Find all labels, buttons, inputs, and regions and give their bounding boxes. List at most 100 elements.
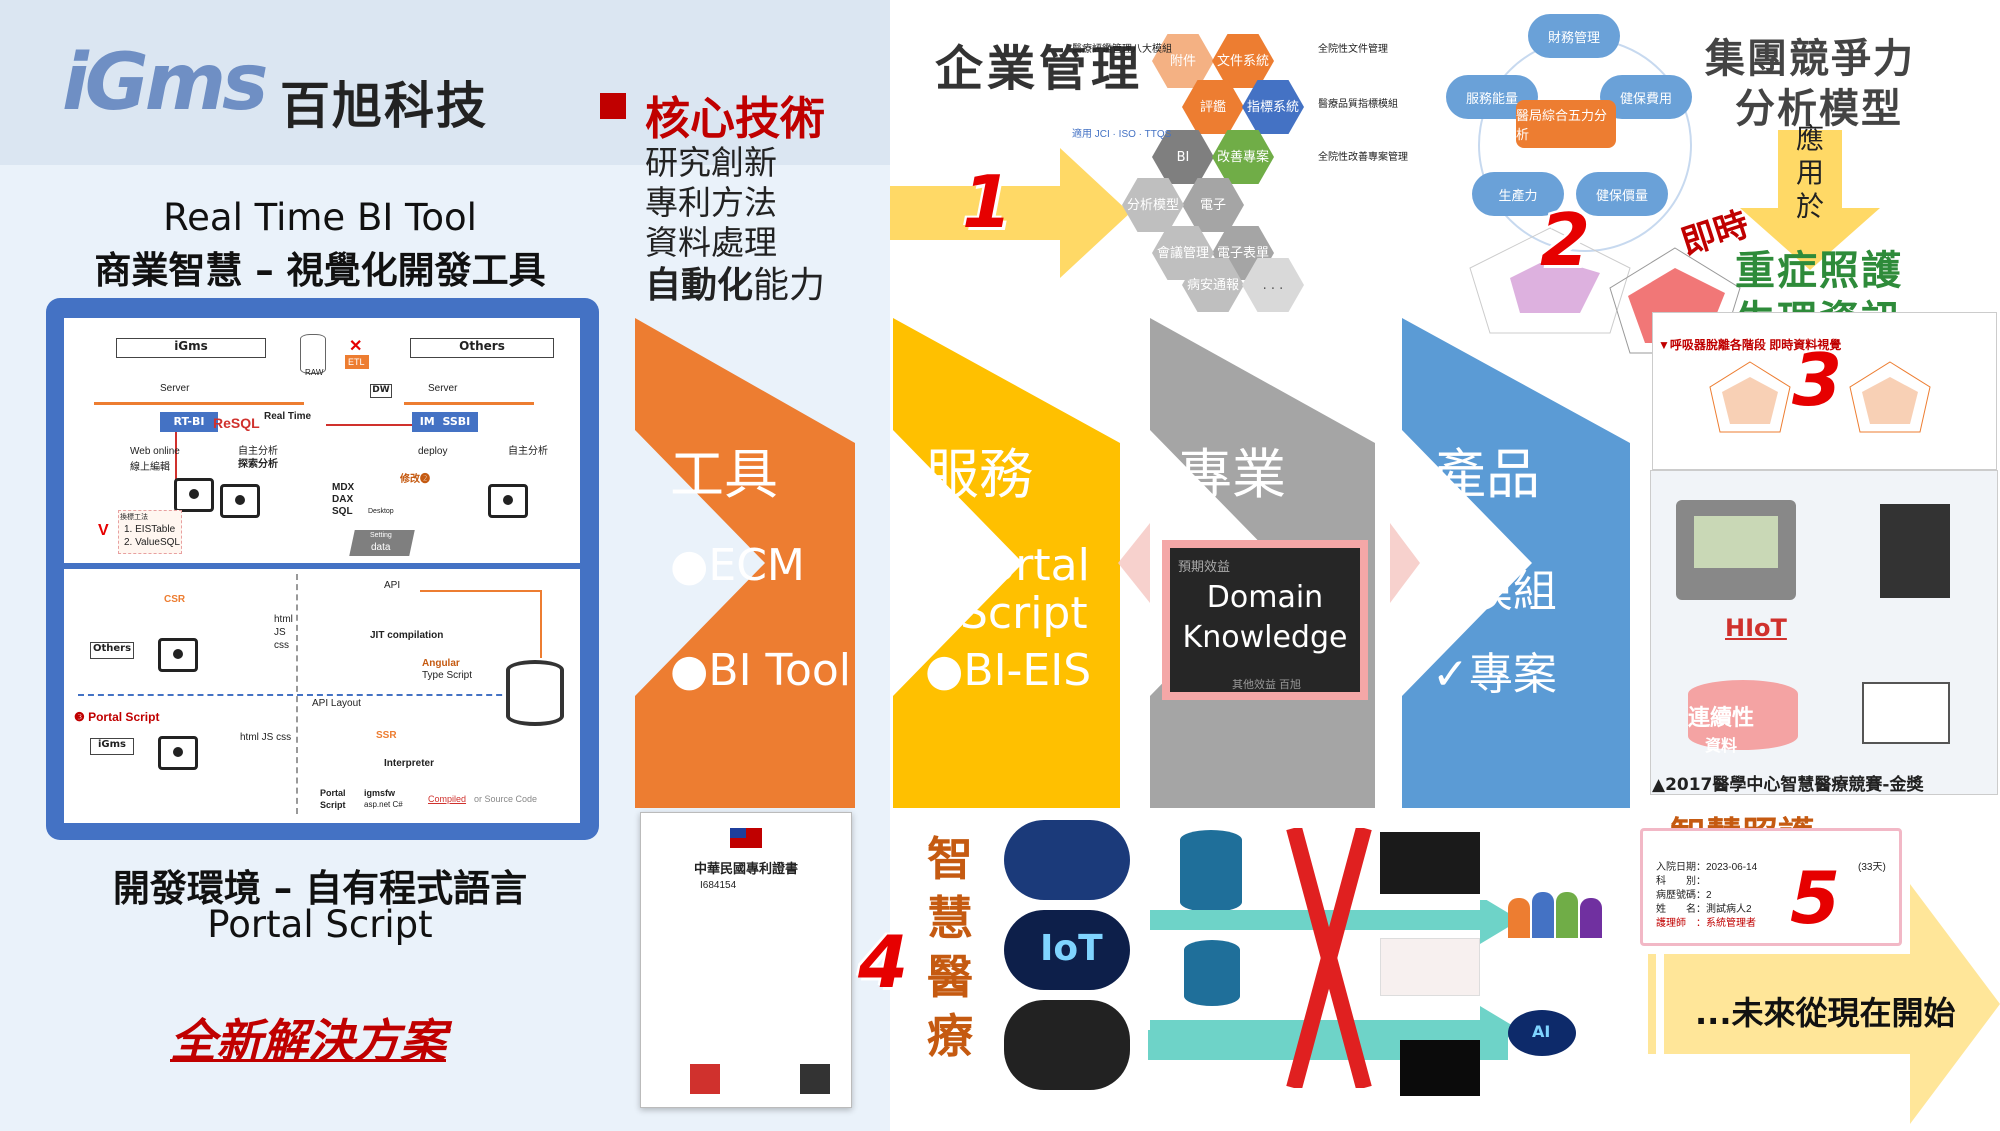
arch-angular: Angular: [422, 658, 460, 669]
hex-attachment: 附件: [1152, 34, 1214, 88]
award-caption: ▲2017醫學中心智慧醫療競賽-金獎: [1652, 775, 1924, 795]
patient-days: (33天): [1858, 862, 1886, 873]
arch-red-link: [326, 424, 412, 426]
portal-script-label: Portal Script: [207, 903, 433, 946]
domain-knowledge-box: [1162, 540, 1368, 700]
company-name: 百旭科技: [280, 77, 488, 135]
ring-node-five-force: 醫局綜合五力分析: [1516, 100, 1616, 148]
patent-certificate: [640, 812, 852, 1108]
arch-html-js-css: html JS css: [240, 732, 292, 743]
chevron-service-item-script: Script: [960, 588, 1088, 639]
arch-dev-monitor-icon: [158, 638, 198, 672]
smart-medical-title: 智慧醫療: [927, 832, 973, 1063]
apply-arrow: [1740, 130, 1880, 270]
ring-node-productivity: 生產力: [1472, 172, 1564, 216]
patent-seal: [690, 1064, 720, 1094]
arch-tools-title: 換標工法: [120, 514, 148, 521]
patient-dept: 科 別：: [1656, 876, 1706, 887]
iot-image: [1004, 910, 1130, 990]
arch-compiled: Compiled: [428, 794, 467, 804]
architecture-diagram: [64, 318, 580, 823]
arch-aspnet: asp.net C#: [364, 800, 403, 809]
xray-image: [1004, 1000, 1130, 1090]
chevron-tools-item-bi: ●BI Tool: [670, 645, 852, 696]
number-2: 2: [1540, 198, 1591, 282]
arch-etl-box: [345, 355, 369, 369]
arch-portal: Portal: [320, 788, 346, 798]
arch-database-icon: [506, 660, 564, 726]
arch-source-code: or Source Code: [474, 794, 538, 804]
arch-real-time: Real Time: [264, 411, 312, 422]
hex-bi: BI: [1152, 130, 1214, 184]
note-standards: 適用 JCI · ISO · TTQS: [1072, 129, 1172, 140]
hex-analysis: 分析模型: [1122, 178, 1184, 232]
patient-name: 姓 名：測試病人2: [1656, 904, 1752, 915]
arch-orange-link-1: [420, 590, 540, 592]
core-tech-line-4: 自動化能力: [645, 265, 826, 306]
continuity-db-icon: [1688, 680, 1798, 750]
arch-etl: ETL: [348, 357, 365, 367]
apply-to-text: 應用於: [1795, 122, 1824, 223]
ct-scan-image: [1400, 1040, 1480, 1096]
arch-etl-x-icon: ✕: [349, 338, 363, 355]
arch-api-layout-line: [78, 694, 532, 696]
arch-js: JS: [274, 627, 286, 638]
iot-label: IoT: [1040, 928, 1103, 969]
patent-number: I684154: [700, 880, 737, 891]
arch-dw: DW: [370, 384, 392, 398]
arch-api-layout: API Layout: [312, 698, 361, 709]
arch-data: data: [371, 542, 391, 553]
arch-css: css: [274, 640, 289, 651]
patient-nurse: 護理師 ：系統管理者: [1656, 918, 1756, 929]
hex-meeting: 會議管理: [1152, 226, 1214, 280]
chevron-tools-label: 工具: [670, 443, 778, 506]
arch-igmsfw: igmsfw: [364, 788, 396, 798]
chevron-tools: [635, 318, 855, 808]
competitiveness-title-2: 分析模型: [1735, 86, 1903, 132]
arch-server-left: Server: [160, 383, 190, 394]
hex-accreditation: 評鑑: [1182, 80, 1244, 134]
arch-jit: JIT compilation: [370, 630, 444, 641]
report-image: [1380, 938, 1480, 996]
domain-knowledge-sub: 預期效益: [1178, 559, 1231, 574]
chevron-service-item-portal: ●Portal: [925, 540, 1090, 591]
people-group-icon: [1508, 888, 1604, 944]
continuity-label: 連續性資料: [1688, 706, 1755, 755]
arch-im-ssbi: IM SSBI: [412, 412, 478, 432]
note-improve: 全院性改善專案管理: [1318, 152, 1408, 163]
hiot-label: HIoT: [1725, 614, 1787, 642]
arch-igms-box: iGms: [116, 338, 266, 358]
chevron-service-item-bieis: ●BI-EIS: [925, 645, 1092, 696]
core-tech-line-3: 資料處理: [645, 223, 777, 262]
chevron-tools-item-ecm: ●ECM: [670, 540, 805, 591]
arch-html: html: [274, 614, 293, 625]
bi-tool-title-en: Real Time BI Tool: [163, 196, 477, 239]
chevron-product: [1402, 318, 1630, 808]
arch-red-down: [175, 432, 177, 480]
chevron-product-item-project: ✓專案: [1432, 649, 1557, 700]
domain-knowledge-foot: 其他效益 百旭: [1232, 679, 1302, 691]
core-tech-line-2: 專利方法: [645, 183, 777, 222]
chevron-product-label: 產品: [1432, 443, 1540, 506]
hex-more: . . .: [1242, 258, 1304, 312]
arch-igms-box-2: iGms: [90, 738, 134, 755]
arch-tools-box: [118, 510, 182, 554]
arch-sql: SQL: [332, 506, 353, 517]
chevron-expertise-label: 專業: [1178, 443, 1286, 506]
competitiveness-title-1: 集團競爭力: [1705, 36, 1915, 82]
flag-canton: [730, 828, 746, 838]
arch-vertical-dash: [296, 574, 298, 814]
number-3: 3: [1792, 338, 1843, 422]
arch-server-line-left: [94, 402, 304, 405]
arch-tool-2: 2. ValueSQL: [124, 537, 180, 548]
arch-resql: ReSQL: [213, 415, 260, 431]
chevron-service-label: 服務: [925, 443, 1033, 506]
arch-self-analysis-right: 自主分析: [508, 446, 548, 457]
dashboard-image: [1380, 832, 1480, 894]
arch-user-monitor-icon: [220, 484, 260, 518]
network-devices-image: [1004, 820, 1130, 900]
note-quality: 醫療品質指標模組: [1318, 99, 1398, 110]
future-arrow: [1648, 884, 2000, 1124]
arch-typescript: Type Script: [422, 670, 473, 681]
hex-improve: 改善專案: [1212, 130, 1274, 184]
